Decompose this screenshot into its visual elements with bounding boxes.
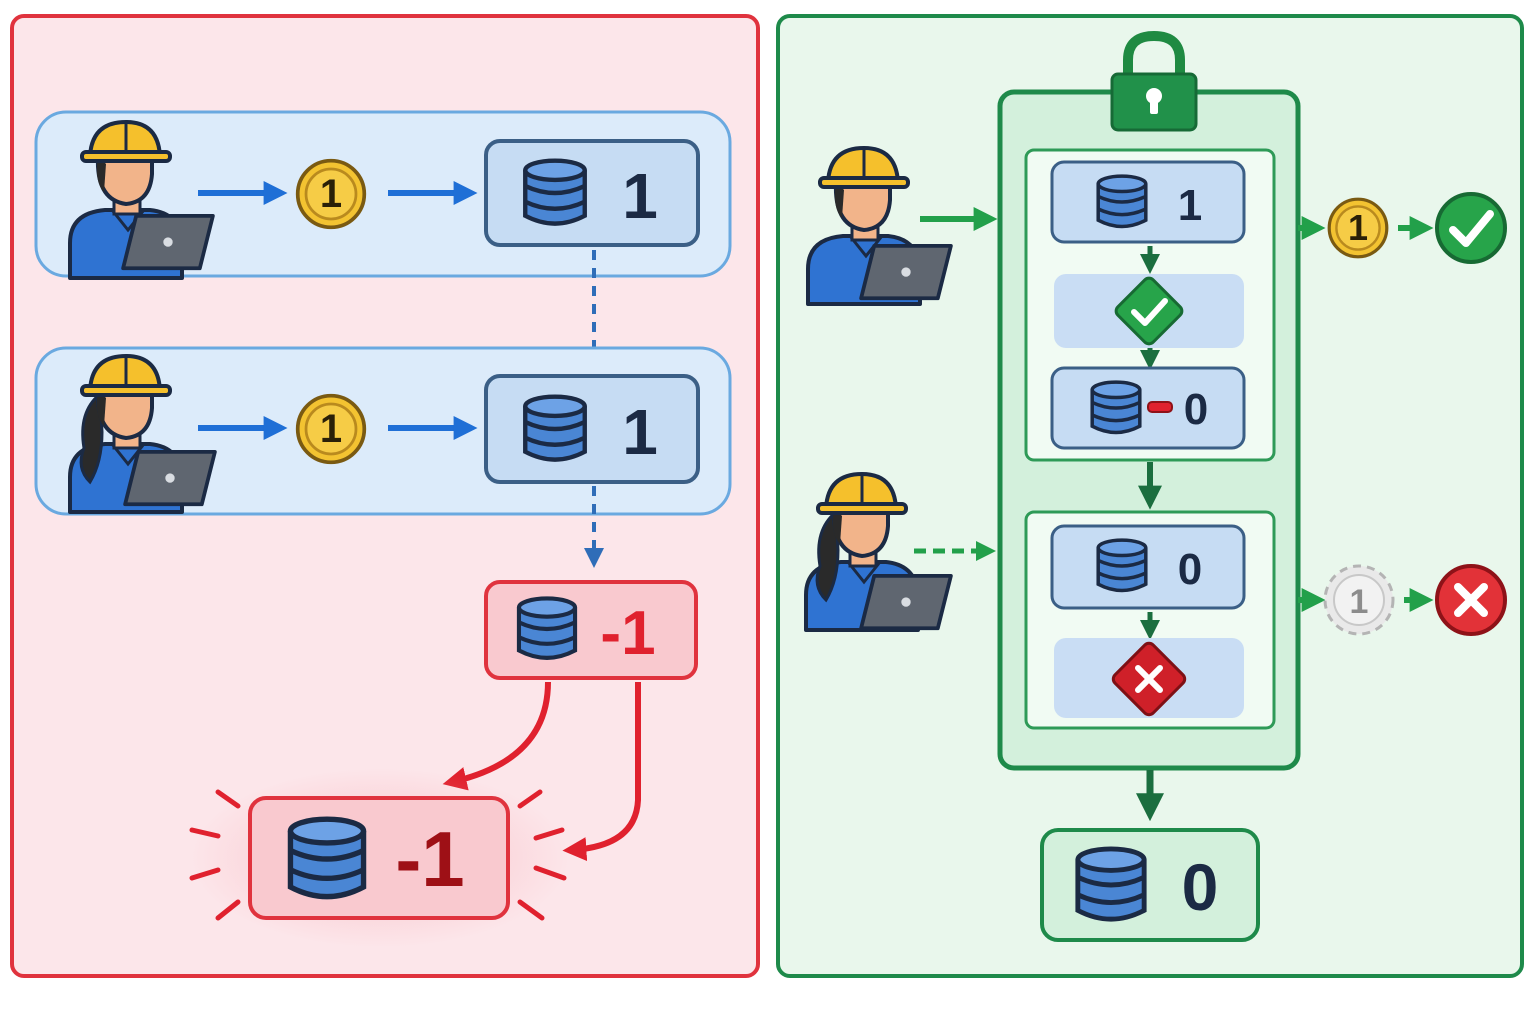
- stock-value: 0: [1178, 545, 1202, 594]
- safe-outcome-1: 1: [1298, 192, 1507, 264]
- final-stock-value: -1: [395, 815, 464, 903]
- stock-value: 1: [1178, 181, 1202, 230]
- laptop-icon: [859, 573, 953, 631]
- unsafe-final-box: -1: [189, 768, 570, 948]
- database-icon: [1078, 849, 1144, 919]
- coin-icon: 1: [295, 393, 367, 465]
- stock-read-box: [1050, 524, 1246, 610]
- safe-panel: 1 0 0: [776, 14, 1524, 978]
- final-stock-value: 0: [1182, 850, 1219, 924]
- coin-value: 1: [1348, 207, 1368, 248]
- unsafe-write-box: -1: [484, 580, 698, 680]
- unsafe-transaction-2: 1 1: [34, 346, 732, 516]
- coin-icon: 1: [295, 158, 367, 230]
- stock-value: 0: [1184, 385, 1208, 434]
- laptop-icon: [123, 449, 217, 507]
- rejected-cross-icon: [1435, 564, 1507, 636]
- stock-value: -1: [600, 599, 655, 668]
- stock-value: 1: [622, 396, 658, 468]
- unsafe-transaction-1: 1 1: [34, 110, 732, 280]
- coin-value: 1: [1350, 583, 1369, 621]
- coin-value: 1: [320, 172, 342, 216]
- database-icon: [290, 819, 363, 896]
- database-icon: [1090, 380, 1142, 435]
- cross-icon: [1111, 641, 1187, 717]
- stock-read-box: [484, 374, 700, 484]
- coin-icon: 1: [1327, 197, 1389, 259]
- padlock-icon: [1110, 30, 1198, 132]
- stock-read-box: [1050, 160, 1246, 244]
- decrement-icon: [1147, 401, 1173, 413]
- stock-read-box: [484, 139, 700, 247]
- locked-step-2: 0: [1024, 510, 1276, 730]
- stock-value: 1: [622, 160, 658, 232]
- locked-step-1: 1 0: [1024, 148, 1276, 462]
- database-icon: [525, 397, 585, 460]
- faded-coin-icon: 1: [1323, 564, 1395, 636]
- burst-lines: [189, 789, 567, 921]
- database-icon: [1096, 174, 1148, 229]
- success-check-icon: [1435, 192, 1507, 264]
- safe-final-box: 0: [1040, 828, 1260, 942]
- arrow-icon: [562, 682, 641, 862]
- database-icon: [1096, 538, 1148, 593]
- laptop-icon: [121, 213, 215, 271]
- safe-outcome-2: 1: [1298, 564, 1507, 636]
- arrow-icon: [442, 681, 551, 791]
- coin-value: 1: [320, 407, 342, 451]
- database-icon: [525, 161, 585, 224]
- database-icon: [519, 598, 575, 657]
- check-icon: [1114, 276, 1184, 346]
- laptop-icon: [859, 243, 953, 301]
- unsafe-panel: 1 1 1 1: [10, 14, 760, 978]
